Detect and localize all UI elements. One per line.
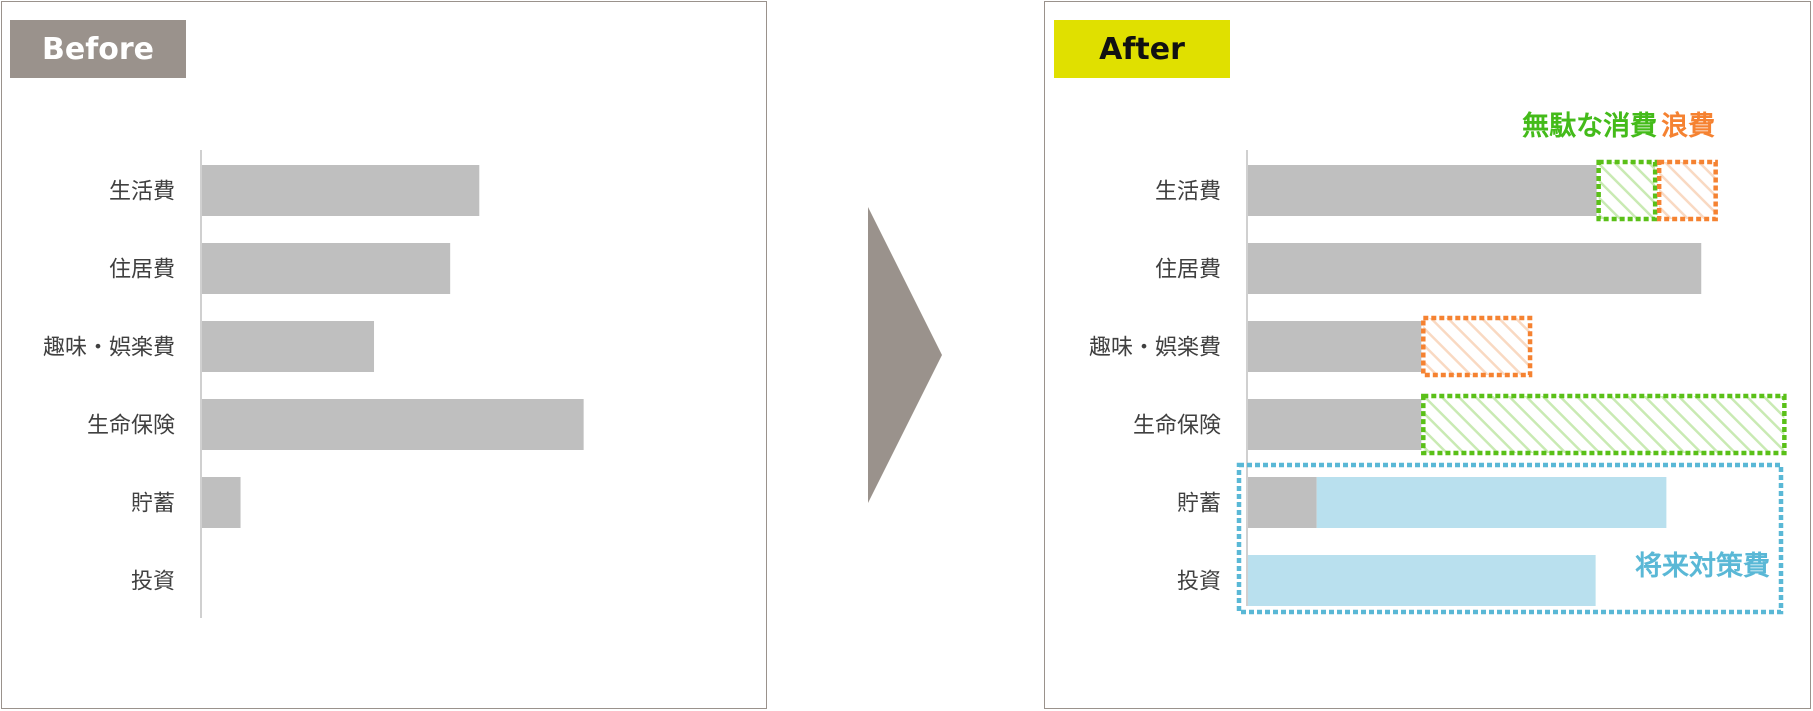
after-bar-squander [1421, 315, 1533, 378]
after-category-label: 貯蓄 [1177, 492, 1221, 517]
before-panel: Before 生活費住居費趣味・娯楽費生命保険貯蓄投資 [1, 1, 767, 709]
before-bar [202, 321, 375, 372]
before-category-label: 住居費 [109, 258, 175, 283]
before-category-label: 貯蓄 [131, 492, 175, 517]
before-category-label: 生活費 [109, 180, 175, 205]
after-badge: After [1054, 20, 1230, 78]
waste-label: 無駄な消費 [1522, 111, 1657, 142]
after-bar-waste [1421, 393, 1787, 456]
after-bar-base [1248, 399, 1422, 450]
before-bar [202, 399, 584, 450]
after-bar-base [1248, 321, 1422, 372]
before-badge: Before [10, 20, 186, 78]
after-category-label: 趣味・娯楽費 [1089, 336, 1221, 361]
after-bar-future [1248, 555, 1596, 606]
after-bar-base [1248, 165, 1597, 216]
after-category-label: 生活費 [1155, 180, 1221, 205]
after-bar-base [1248, 477, 1317, 528]
after-bar-waste [1596, 159, 1658, 222]
after-category-label: 投資 [1177, 570, 1221, 595]
future-group-frame [1236, 462, 1784, 615]
after-chart: 生活費住居費趣味・娯楽費生命保険貯蓄投資 無駄な消費浪費将来対策費 [1089, 110, 1787, 615]
arrow-right-icon [868, 207, 942, 503]
after-bar-base [1248, 243, 1702, 294]
future-label: 将来対策費 [1635, 550, 1770, 582]
before-category-label: 趣味・娯楽費 [43, 336, 175, 361]
after-bar-squander [1656, 159, 1718, 222]
after-panel: After 生活費住居費趣味・娯楽費生命保険貯蓄投資 無駄な消費浪費将来対策費 [1044, 1, 1811, 709]
before-category-label: 投資 [131, 570, 175, 595]
after-bar-future [1316, 477, 1667, 528]
squander-label: 浪費 [1661, 110, 1715, 142]
before-bar [202, 477, 241, 528]
after-category-label: 住居費 [1155, 258, 1221, 283]
before-category-label: 生命保険 [87, 414, 175, 439]
after-category-label: 生命保険 [1133, 414, 1221, 439]
before-bar [202, 165, 480, 216]
before-bar [202, 243, 451, 294]
